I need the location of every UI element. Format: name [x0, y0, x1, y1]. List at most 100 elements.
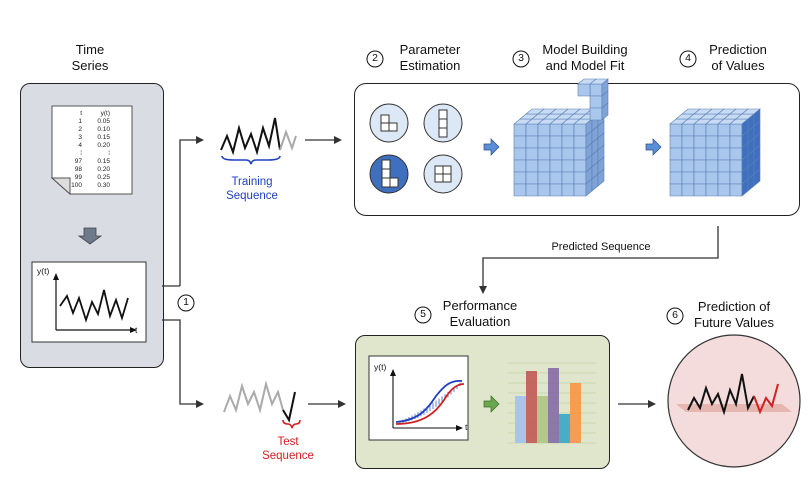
table-cell-t: 97 [74, 158, 82, 165]
cube-face [549, 159, 563, 173]
table-cell-y: 0.20 [97, 166, 110, 173]
cube-face [717, 183, 731, 197]
cube-face [681, 183, 695, 197]
step-2-number: 2 [372, 52, 378, 64]
cube-face [561, 147, 575, 161]
cube-face [561, 135, 575, 149]
cube-face [729, 135, 743, 149]
cube-face [525, 159, 539, 173]
cube-face [549, 183, 563, 197]
left-chart-y-label: y(t) [37, 266, 50, 276]
cube-face [537, 171, 551, 185]
table-cell-t: 100 [71, 182, 82, 189]
cube-face [601, 102, 609, 121]
step-5-title: Performance Evaluation [430, 298, 530, 330]
cube-face [729, 183, 743, 197]
step-4-number: 4 [685, 52, 691, 64]
cube-face [669, 171, 683, 185]
cube-face [669, 123, 683, 137]
line-chart-icon [31, 261, 147, 343]
cube-face [589, 107, 603, 121]
step-6-line2: Future Values [694, 315, 774, 330]
cube-face [549, 171, 563, 185]
step-6-line1: Prediction of [697, 299, 771, 314]
cube-face [525, 183, 539, 197]
cube-face [705, 135, 719, 149]
cube-face [573, 135, 587, 149]
cube-face [681, 147, 695, 161]
table-cell-t: 98 [74, 166, 82, 173]
cube-face [693, 171, 707, 185]
cube-face [573, 147, 587, 161]
cube-face [681, 135, 695, 149]
step-4-line2: of Values [711, 58, 765, 73]
cube-face [717, 159, 731, 173]
cube-face [513, 171, 527, 185]
cube-face [537, 135, 551, 149]
test-line1: Test [277, 436, 299, 448]
cube-face [513, 123, 527, 137]
step-1-number: 1 [183, 296, 189, 308]
table-cell-y: 0.25 [97, 174, 110, 181]
cube-face [705, 147, 719, 161]
cube-face [705, 159, 719, 173]
table-cell-t: 99 [74, 174, 82, 181]
bar-chart-icon [508, 362, 596, 444]
cube-face [525, 171, 539, 185]
table-cell-t: 3 [78, 134, 82, 141]
time-series-title: Time Series [50, 42, 130, 74]
table-cell-y: ⁞ [108, 150, 110, 157]
table-header-y: y(t) [100, 110, 110, 117]
cube-face [669, 159, 683, 173]
cube-face [537, 123, 551, 137]
cube-face [589, 95, 603, 109]
test-sequence-label: Test Sequence [248, 435, 328, 463]
step-5-line1: Performance [442, 298, 518, 313]
cube-face [729, 123, 743, 137]
cube-face [717, 123, 731, 137]
cube-face [729, 147, 743, 161]
cube-face [549, 123, 563, 137]
cube-face [681, 159, 695, 173]
table-cell-y: 0.30 [97, 182, 110, 189]
cube-face [537, 147, 551, 161]
time-series-line1: Time [75, 42, 105, 57]
table-cell-t: ⁞ [80, 150, 82, 157]
test-line2: Sequence [262, 450, 314, 462]
step-3-number: 3 [518, 52, 524, 64]
cube-face [681, 171, 695, 185]
cube-face [589, 83, 603, 97]
cube-face [537, 159, 551, 173]
table-cell-y: 0.05 [97, 118, 110, 125]
table-cell-y: 0.10 [97, 126, 110, 133]
cube-face [717, 135, 731, 149]
cube-face [669, 135, 683, 149]
cube-face [573, 183, 587, 197]
step-3-line1: Model Building [542, 42, 628, 57]
left-chart-t-label: t [135, 325, 138, 335]
cube-face [513, 135, 527, 149]
parameter-icons [369, 103, 463, 194]
cube-face [705, 123, 719, 137]
cube-face [597, 168, 605, 187]
step-4-title: Prediction of Values [698, 42, 778, 74]
cube-face [693, 135, 707, 149]
step-4-line1: Prediction [709, 42, 767, 57]
curve-chart-icon [368, 355, 469, 441]
cube-face [669, 183, 683, 197]
cube-face [537, 183, 551, 197]
cube-face [705, 183, 719, 197]
table-cell-y: 0.15 [97, 134, 110, 141]
time-series-line2: Series [71, 58, 109, 73]
table-row: 100 0.30 [60, 182, 110, 190]
step-3-title: Model Building and Model Fit [530, 42, 640, 74]
cube-face [729, 159, 743, 173]
